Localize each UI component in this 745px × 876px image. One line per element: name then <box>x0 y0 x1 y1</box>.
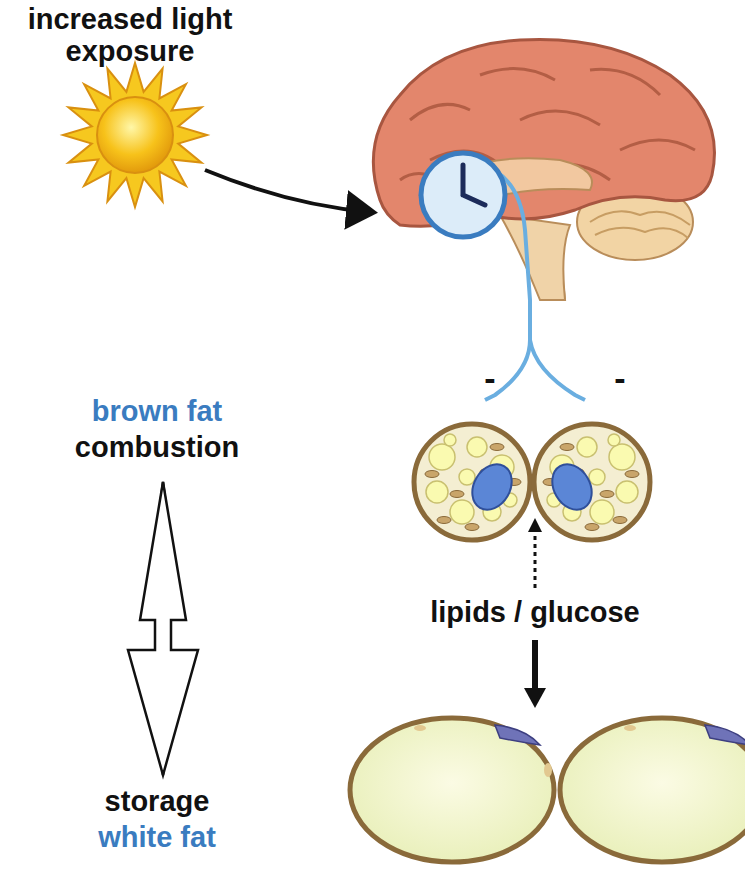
lipid-droplet <box>429 444 455 470</box>
lipid-droplet <box>426 481 448 503</box>
lipid-droplet <box>450 500 474 524</box>
label: lipids / glucose <box>430 597 640 629</box>
nucleus <box>544 457 599 517</box>
label: combustion <box>75 432 239 464</box>
brain <box>373 39 714 300</box>
brown-fat-cell <box>534 424 650 540</box>
mitochondrion <box>465 524 479 531</box>
lipid-droplet <box>616 481 638 503</box>
inhibition-sign: - <box>614 360 625 397</box>
lipid-droplet <box>467 437 487 457</box>
lipid-droplet <box>590 500 614 524</box>
mitochondrion <box>613 517 627 524</box>
light-arrow <box>205 170 370 212</box>
sun <box>63 63 207 207</box>
sun-disk <box>97 97 173 173</box>
label: storage <box>105 786 210 818</box>
arrow-head <box>524 688 546 708</box>
lipid-droplet <box>608 434 620 446</box>
mitochondrion <box>600 491 614 498</box>
brown-fat-cells <box>414 424 650 540</box>
mitochondrion <box>450 491 464 498</box>
dotted-arrow <box>534 528 537 588</box>
brown-fat-cell <box>414 424 530 540</box>
clock <box>421 153 505 237</box>
sun-rays <box>63 63 207 207</box>
mitochondrion <box>560 444 574 451</box>
mitochondrion <box>425 471 439 478</box>
lipid-droplet <box>459 469 475 485</box>
label: increased light exposure <box>15 4 245 68</box>
lipid-droplet <box>609 444 635 470</box>
lipid-droplet <box>577 437 597 457</box>
nucleus <box>464 457 519 517</box>
arrow-head <box>528 518 542 532</box>
mitochondrion <box>625 471 639 478</box>
white-fat-cells <box>350 718 745 862</box>
lipid-droplet <box>444 434 456 446</box>
solid-arrow <box>532 640 538 690</box>
mitochondrion <box>437 517 451 524</box>
inhibition-sign: - <box>484 360 495 397</box>
label: white fat <box>98 822 216 854</box>
mitochondrion <box>585 524 599 531</box>
label: brown fat <box>92 396 223 428</box>
lipid-droplet <box>589 469 605 485</box>
mitochondrion <box>490 444 504 451</box>
shift-arrow-outline <box>128 482 198 775</box>
